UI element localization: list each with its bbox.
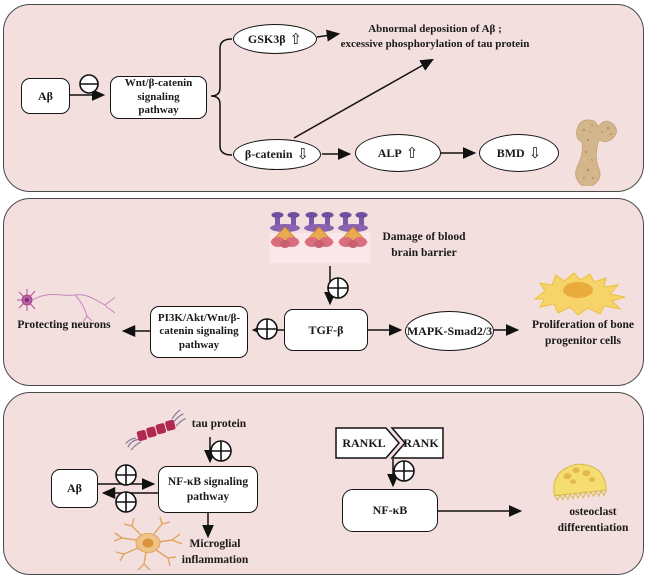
osteoclast-icon xyxy=(553,463,607,502)
nfkb-signaling-box: NF-κB signaling pathway xyxy=(158,466,258,513)
bcatenin-label: β-catenin xyxy=(244,147,293,161)
osteoclast-line2: differentiation xyxy=(557,521,629,534)
nfkb-box: NF-κB xyxy=(342,489,438,532)
proliferation-text: Proliferation of bone progenitor cells xyxy=(523,318,643,349)
wnt-pathway-box: Wnt/β-catenin signaling pathway xyxy=(110,76,207,119)
bmd-node: BMD ⇩ xyxy=(479,134,559,172)
box-label-line: Wnt/β-catenin xyxy=(124,77,193,90)
outcome-line2: excessive phosphorylation of tau protein xyxy=(340,37,530,50)
rankl-text: RANKL xyxy=(342,436,386,450)
mapk-smad-node: MAPK-Smad2/3 xyxy=(405,311,494,351)
box-label-line: NF-κB signaling xyxy=(167,476,249,489)
bbb-caption-line2: brain barrier xyxy=(391,246,457,259)
tau-protein-text: tau protein xyxy=(191,418,247,430)
osteoclast-text: osteoclast differentiation xyxy=(540,505,646,536)
outcome-line1: Abnormal deposition of Aβ ; xyxy=(368,23,502,35)
pi3k-pathway-box: PI3K/Akt/Wnt/β- catenin signaling pathwa… xyxy=(150,306,248,358)
tau-protein-icon xyxy=(125,410,186,450)
ab-box-bottom: Aβ xyxy=(51,469,98,508)
box-label-line: catenin signaling xyxy=(159,325,239,338)
microglial-text: Microglial inflammation xyxy=(172,537,258,568)
bone-icon xyxy=(575,119,617,186)
microglial-line2: inflammation xyxy=(181,553,249,566)
box-label-line: pathway xyxy=(178,338,220,351)
gsk3b-node: GSK3β ⇧ xyxy=(233,24,317,54)
rank-text: RANK xyxy=(403,436,439,450)
microglial-line1: Microglial xyxy=(189,538,241,550)
up-arrow-icon: ⇧ xyxy=(289,29,303,48)
alp-node: ALP ⇧ xyxy=(355,134,441,172)
box-label-line: pathway xyxy=(186,490,230,503)
bcatenin-node: β-catenin ⇩ xyxy=(233,139,321,170)
outcome-text: Abnormal deposition of Aβ ; excessive ph… xyxy=(325,22,545,52)
box-label-line: PI3K/Akt/Wnt/β- xyxy=(157,311,241,324)
box-label-line: signaling xyxy=(137,90,180,103)
ab-box-label: Aβ xyxy=(38,88,53,103)
gsk3b-label: GSK3β xyxy=(247,31,286,46)
protecting-neurons-text: Protecting neurons xyxy=(17,319,111,331)
down-arrow-icon: ⇩ xyxy=(528,143,542,162)
neuron-icon xyxy=(17,289,116,323)
mapk-label: MAPK-Smad2/3 xyxy=(406,323,493,338)
osteoclast-line1: osteoclast xyxy=(569,506,617,518)
bbb-caption: Damage of blood brain barrier xyxy=(378,230,470,261)
blood-brain-barrier-icon xyxy=(269,212,371,263)
alp-label: ALP xyxy=(377,145,402,160)
ab-box-label: Aβ xyxy=(67,481,82,496)
ab-box-top: Aβ xyxy=(21,78,70,114)
bmd-label: BMD xyxy=(496,145,525,160)
nfkb-label: NF-κB xyxy=(372,503,408,518)
box-label-line: pathway xyxy=(138,104,179,117)
microglia-icon xyxy=(113,516,183,571)
down-arrow-icon: ⇩ xyxy=(296,145,310,163)
proliferation-line2: progenitor cells xyxy=(545,334,621,347)
tgfb-label: TGF-β xyxy=(308,322,344,337)
up-arrow-icon: ⇧ xyxy=(405,143,419,162)
bone-progenitor-cell-icon xyxy=(533,272,626,316)
bbb-caption-line1: Damage of blood xyxy=(382,231,466,243)
tgfb-box: TGF-β xyxy=(284,309,368,351)
proliferation-line1: Proliferation of bone xyxy=(532,319,634,331)
